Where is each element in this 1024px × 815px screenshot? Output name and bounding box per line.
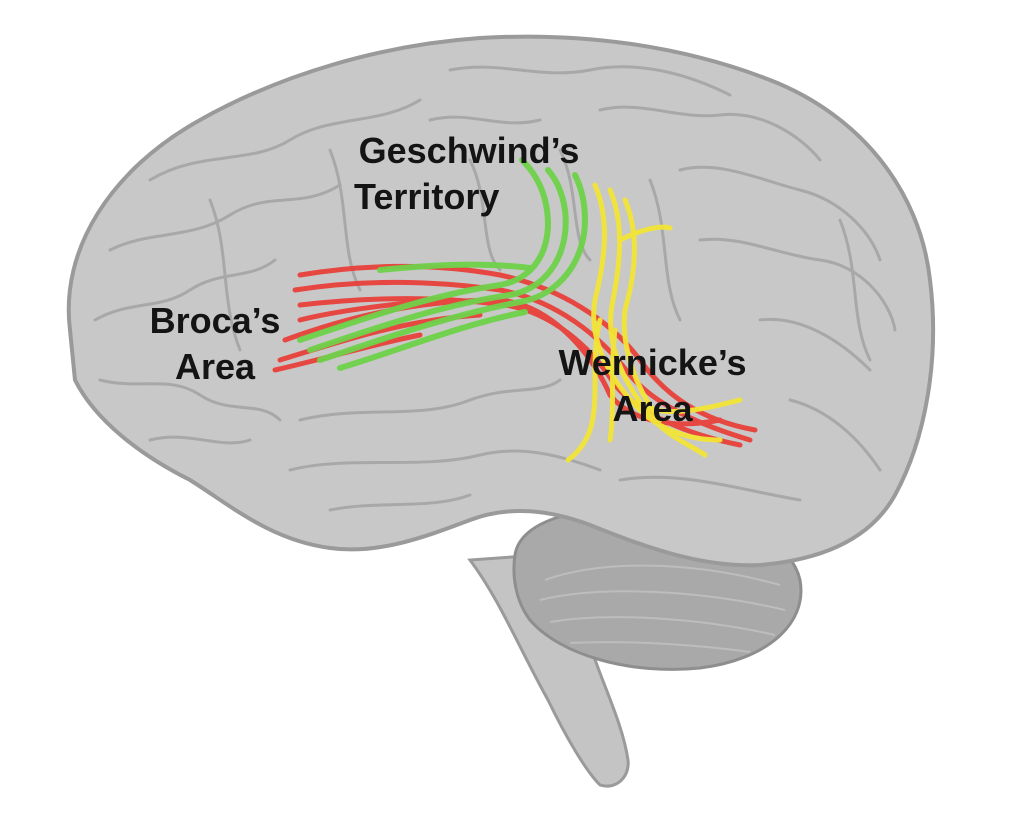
wernicke-label-line2: Area (612, 388, 693, 429)
fiber-tract-posterior (565, 182, 743, 463)
geschwind-label-line2: Territory (354, 176, 500, 217)
geschwind-label-line1: Geschwind’s (358, 130, 580, 171)
wernicke-label-line1: Wernicke’s (558, 342, 747, 383)
cerebellum-folia (539, 564, 786, 653)
broca-label-line2: Area (174, 346, 256, 387)
fiber-tract-anterior (297, 157, 589, 371)
broca-label-line1: Broca’s (149, 300, 281, 341)
brocas-area-label: Broca’s Area (140, 298, 290, 390)
gyri-pattern (93, 65, 897, 512)
wernickes-area-label: Wernicke’s Area (545, 340, 760, 432)
geschwinds-territory-label: Geschwind’s Territory (344, 128, 594, 220)
